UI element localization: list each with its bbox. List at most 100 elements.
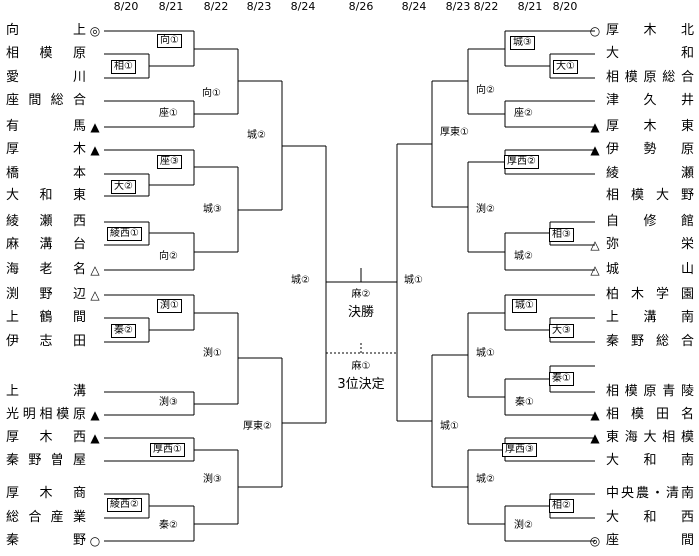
right-match-result: 城② bbox=[474, 474, 497, 486]
date-label: 8/20 bbox=[552, 0, 578, 13]
right-team-name: 相模田名 bbox=[606, 407, 694, 422]
right-match-result: 大③ bbox=[549, 324, 574, 338]
left-match-result: 綾西② bbox=[107, 498, 142, 512]
date-label: 8/22 bbox=[203, 0, 229, 13]
left-team-name: 伊志田 bbox=[6, 334, 86, 349]
left-team-name: 厚木商 bbox=[6, 486, 86, 501]
right-team-mark: △ bbox=[590, 238, 600, 252]
left-team-name: 綾瀬西 bbox=[6, 214, 86, 229]
left-match-result: 大② bbox=[111, 180, 136, 194]
right-team-name: 大和西 bbox=[606, 510, 694, 525]
left-team-name: 上鶴間 bbox=[6, 310, 86, 325]
left-match-result: 秦② bbox=[111, 324, 136, 338]
left-team-name: 総合産業 bbox=[6, 510, 86, 525]
left-match-result: 座① bbox=[157, 108, 180, 120]
right-team-mark: △ bbox=[590, 263, 600, 277]
right-match-result: 城② bbox=[512, 251, 535, 263]
date-label: 8/23 bbox=[246, 0, 272, 13]
right-team-mark: ▲ bbox=[590, 408, 600, 422]
left-team-mark: ○ bbox=[89, 534, 101, 548]
right-team-name: 伊勢原 bbox=[606, 142, 694, 157]
right-team-name: 柏木学園 bbox=[606, 287, 694, 302]
right-team-name: 大和 bbox=[606, 46, 694, 61]
right-team-name: 中央農・清南 bbox=[606, 486, 694, 501]
left-team-name: 座間総合 bbox=[6, 93, 86, 108]
right-team-mark: ▲ bbox=[590, 431, 600, 445]
left-match-result: 座③ bbox=[157, 155, 182, 169]
right-match-result: 城① bbox=[402, 275, 425, 287]
right-match-result: 相② bbox=[549, 499, 574, 513]
right-match-result: 秦① bbox=[549, 372, 574, 386]
right-team-mark: ▲ bbox=[590, 120, 600, 134]
left-team-mark: △ bbox=[90, 288, 100, 302]
left-team-mark: ▲ bbox=[90, 431, 100, 445]
left-team-name: 光明相模原 bbox=[6, 407, 86, 422]
date-label: 8/22 bbox=[473, 0, 499, 13]
left-team-name: 橋本 bbox=[6, 166, 86, 181]
final-result: 麻② bbox=[351, 289, 371, 300]
right-team-name: 相模大野 bbox=[606, 188, 694, 203]
date-label: 8/24 bbox=[290, 0, 316, 13]
left-match-result: 向① bbox=[200, 88, 223, 100]
left-team-name: 愛川 bbox=[6, 70, 86, 85]
left-match-result: 向② bbox=[157, 251, 180, 263]
right-team-name: 相模原青陵 bbox=[606, 384, 694, 399]
left-team-name: 向上 bbox=[6, 23, 86, 38]
date-label: 8/21 bbox=[158, 0, 184, 13]
third-place-result: 麻① bbox=[351, 361, 371, 372]
right-match-result: 渕② bbox=[512, 520, 535, 532]
right-match-result: 城① bbox=[512, 299, 537, 313]
left-match-result: 秦② bbox=[157, 520, 180, 532]
left-match-result: 厚東② bbox=[241, 421, 274, 433]
right-team-name: 城山 bbox=[606, 262, 694, 277]
left-team-name: 上溝 bbox=[6, 384, 86, 399]
right-team-name: 座間 bbox=[606, 533, 694, 548]
right-match-result: 城③ bbox=[510, 36, 535, 50]
left-team-mark: ▲ bbox=[90, 120, 100, 134]
date-label: 8/20 bbox=[113, 0, 139, 13]
left-team-name: 麻溝台 bbox=[6, 237, 86, 252]
final-label: 決勝 bbox=[347, 305, 374, 320]
left-match-result: 渕① bbox=[201, 348, 224, 360]
date-label: 8/26 bbox=[348, 0, 374, 13]
left-team-name: 大和東 bbox=[6, 188, 86, 203]
left-match-result: 城② bbox=[245, 130, 268, 142]
right-team-name: 上溝南 bbox=[606, 310, 694, 325]
right-team-name: 弥栄 bbox=[606, 237, 694, 252]
left-team-name: 秦野 bbox=[6, 533, 86, 548]
third-place-label: 3位決定 bbox=[337, 377, 385, 392]
left-team-mark: △ bbox=[90, 263, 100, 277]
left-match-result: 綾西① bbox=[107, 227, 142, 241]
right-team-name: 大和南 bbox=[606, 453, 694, 468]
left-match-result: 城② bbox=[289, 275, 312, 287]
left-match-result: 相① bbox=[111, 60, 136, 74]
right-match-result: 厚西② bbox=[504, 155, 539, 169]
right-match-result: 大① bbox=[553, 60, 578, 74]
left-team-name: 相模原 bbox=[6, 46, 86, 61]
left-match-result: 渕③ bbox=[201, 474, 224, 486]
right-team-mark: ◎ bbox=[589, 534, 601, 548]
left-match-result: 厚西① bbox=[150, 443, 185, 457]
left-team-name: 厚木西 bbox=[6, 430, 86, 445]
right-team-name: 秦野総合 bbox=[606, 334, 694, 349]
right-match-result: 向② bbox=[474, 85, 497, 97]
right-match-result: 城① bbox=[474, 348, 497, 360]
left-team-name: 海老名 bbox=[6, 262, 86, 277]
left-team-name: 有馬 bbox=[6, 119, 86, 134]
right-match-result: 相③ bbox=[549, 228, 574, 242]
right-team-name: 厚木北 bbox=[606, 23, 694, 38]
right-team-name: 綾瀬 bbox=[606, 166, 694, 181]
right-team-mark: ○ bbox=[589, 24, 601, 38]
right-match-result: 渕② bbox=[474, 204, 497, 216]
right-team-name: 東海大相模 bbox=[606, 430, 694, 445]
right-match-result: 秦① bbox=[513, 397, 536, 409]
left-team-mark: ◎ bbox=[89, 24, 101, 38]
date-label: 8/24 bbox=[401, 0, 427, 13]
date-label: 8/21 bbox=[517, 0, 543, 13]
left-match-result: 渕① bbox=[157, 299, 182, 313]
right-team-name: 相模原総合 bbox=[606, 70, 694, 85]
left-match-result: 向① bbox=[157, 34, 182, 48]
left-team-name: 厚木 bbox=[6, 142, 86, 157]
right-team-name: 自修館 bbox=[606, 214, 694, 229]
